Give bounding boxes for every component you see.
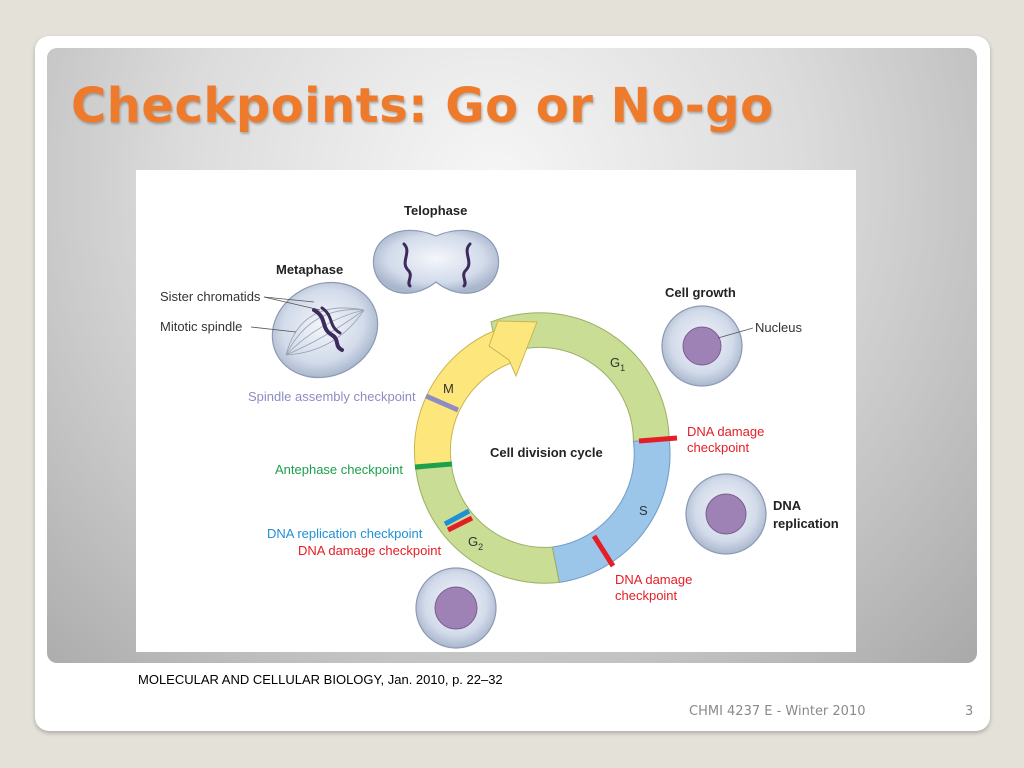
citation: MOLECULAR AND CELLULAR BIOLOGY, Jan. 201… <box>138 672 503 687</box>
dna-damage-s-checkpoint-label-line1: DNA damage <box>615 572 692 587</box>
phase-label-g1: G1 <box>610 355 625 373</box>
dna-damage-g1-marker <box>638 435 678 444</box>
mitotic-spindle-label: Mitotic spindle <box>160 319 242 334</box>
cell-growth-label: Cell growth <box>665 285 736 300</box>
metaphase-label: Metaphase <box>276 262 343 277</box>
nucleus-label: Nucleus <box>755 320 802 335</box>
footer-text: CHMI 4237 E - Winter 2010 <box>689 704 866 719</box>
phase-label-m: M <box>443 381 454 396</box>
mitotic-spindle-pointer <box>250 326 297 333</box>
slide: Checkpoints: Go or No-go <box>35 36 990 731</box>
telophase-chromosome-right <box>462 242 472 288</box>
sister-chromatids-pair <box>320 306 342 335</box>
dna-replication-label-line1: DNA <box>773 498 802 513</box>
phase-label-s: S <box>639 503 648 518</box>
dna-damage-g2-marker <box>446 515 474 533</box>
antephase-checkpoint-label: Antephase checkpoint <box>275 462 403 477</box>
spindle-assembly-checkpoint-label: Spindle assembly checkpoint <box>248 389 416 404</box>
dna-damage-g2-checkpoint-label: DNA damage checkpoint <box>298 543 441 558</box>
dna-damage-s-checkpoint-label-line2: checkpoint <box>615 588 678 603</box>
phase-label-g2: G2 <box>468 534 483 552</box>
cell-cycle-figure: M G1 S G2 Cell division cycle Telophase … <box>136 170 856 652</box>
sister-chromatids-pointer <box>263 296 321 311</box>
page-number: 3 <box>965 704 974 719</box>
center-label: Cell division cycle <box>490 445 603 460</box>
sister-chromatids-pointer-2 <box>263 296 315 303</box>
dna-replication-nucleus <box>705 493 747 535</box>
dna-damage-s-marker <box>591 534 616 568</box>
telophase-cell <box>372 229 500 294</box>
cell-growth-nucleus <box>682 326 722 366</box>
m-arrowhead <box>488 320 538 378</box>
dna-replication-marker <box>443 508 471 527</box>
antephase-marker <box>414 461 453 470</box>
dna-replication-label-line2: replication <box>773 516 839 531</box>
dna-damage-g1-checkpoint-label-line1: DNA damage <box>687 424 764 439</box>
content-panel: Checkpoints: Go or No-go <box>47 48 977 663</box>
slide-title: Checkpoints: Go or No-go <box>71 78 774 134</box>
dna-replication-checkpoint-label: DNA replication checkpoint <box>267 526 423 541</box>
telophase-chromosome-left <box>402 242 412 288</box>
nucleus-pointer <box>717 327 754 339</box>
cell-cycle-diagram: M G1 S G2 Cell division cycle Telophase … <box>160 203 839 649</box>
sister-chromatids-label: Sister chromatids <box>160 289 261 304</box>
telophase-label: Telophase <box>404 203 467 218</box>
spindle-assembly-marker <box>424 393 460 413</box>
g2-segment <box>415 464 560 584</box>
sister-chromatids <box>312 308 344 352</box>
g2-nucleus <box>434 586 478 630</box>
dna-damage-g1-checkpoint-label-line2: checkpoint <box>687 440 750 455</box>
